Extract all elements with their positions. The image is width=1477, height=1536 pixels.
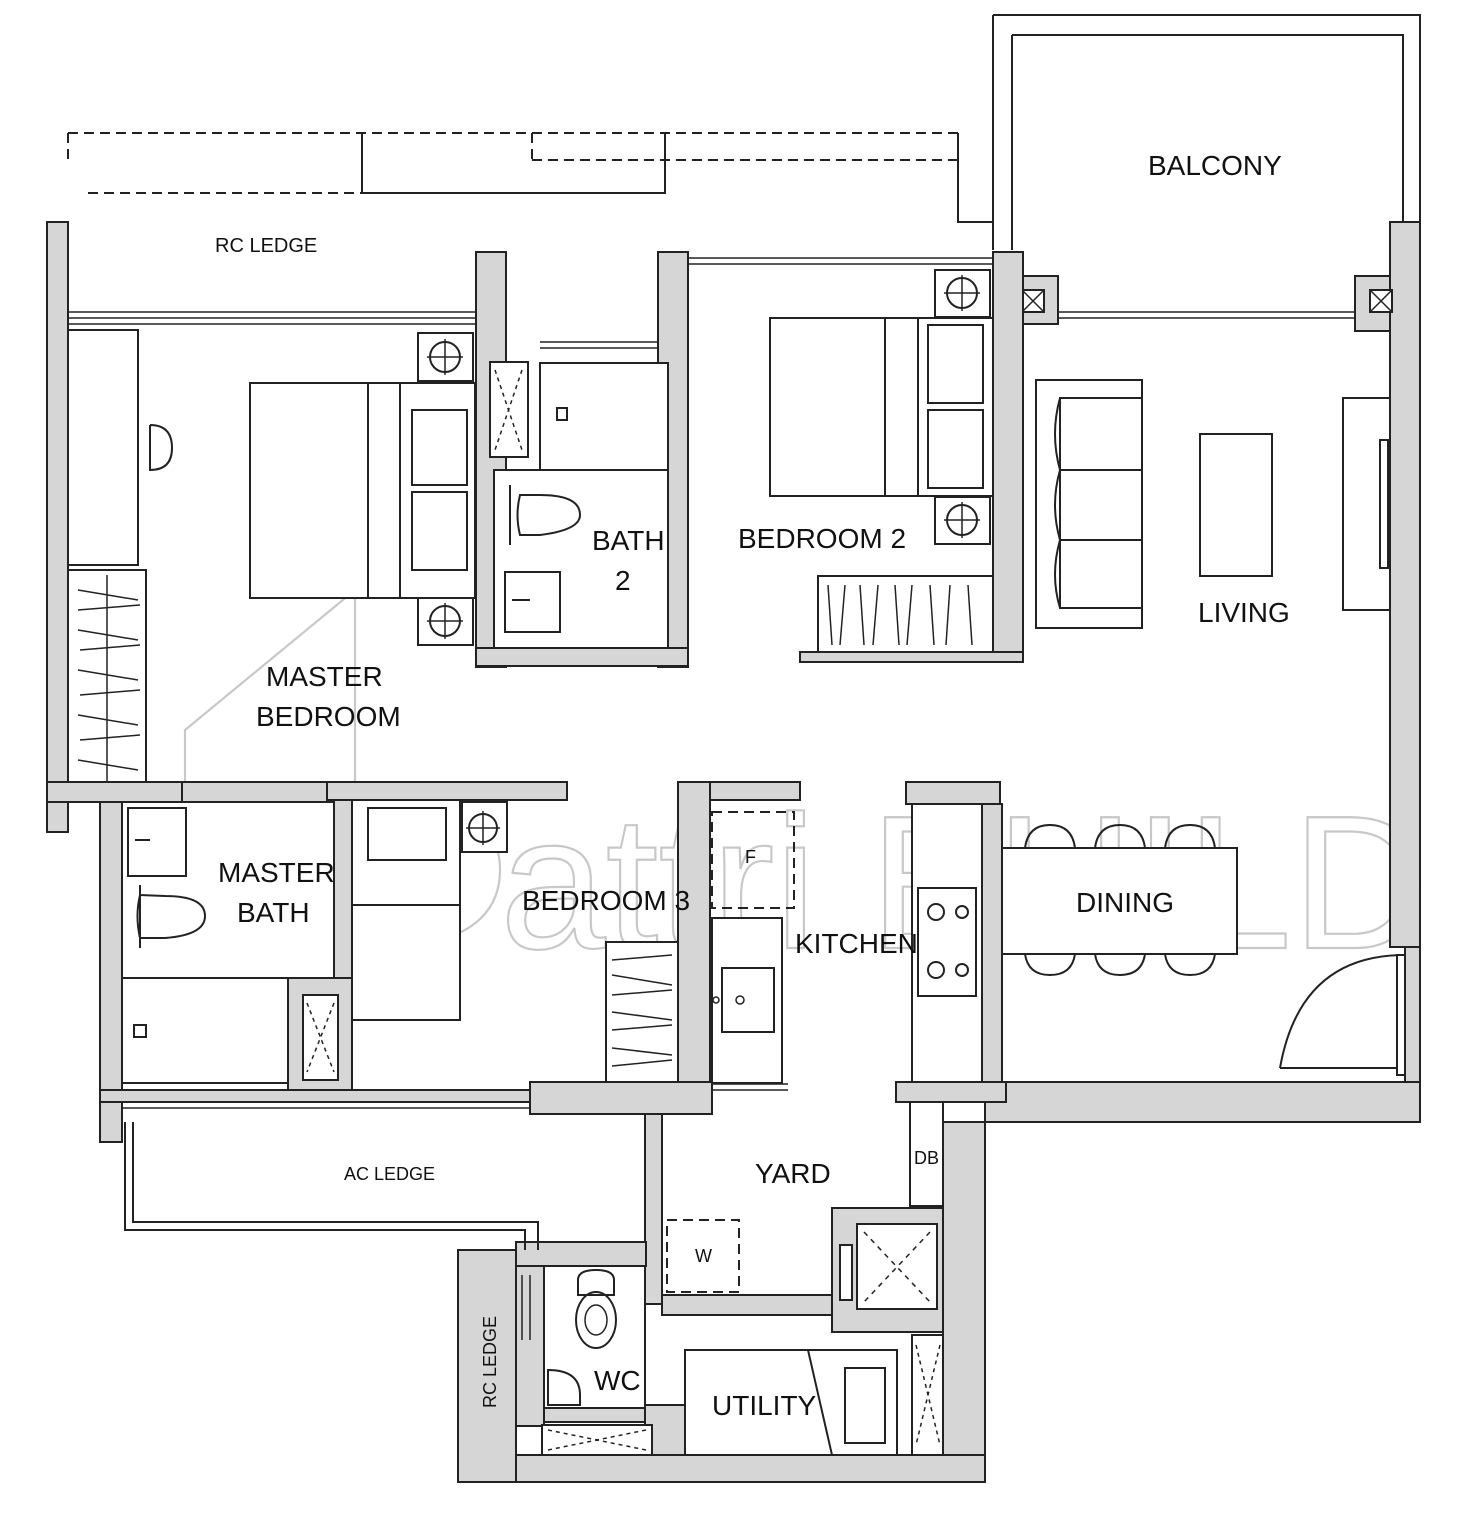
columns <box>1021 289 1393 313</box>
label-master-bedroom-line1: MASTER <box>266 661 383 692</box>
label-wc: WC <box>594 1365 641 1396</box>
service-area-furniture <box>541 1101 944 1456</box>
master-bedroom-furniture <box>67 329 476 783</box>
label-living: LIVING <box>1198 597 1290 628</box>
label-master-bath-line2: BATH <box>237 897 310 928</box>
label-yard: YARD <box>755 1158 831 1189</box>
master-bath-furniture <box>121 801 339 1084</box>
outer-walls <box>46 221 1421 1483</box>
room-labels: BALCONY RC LEDGE BATH 2 BEDROOM 2 LIVING… <box>215 150 1290 1421</box>
top-ledge-outline <box>67 132 993 223</box>
label-bath-2-line1: BATH <box>592 525 665 556</box>
entry-door <box>1279 954 1406 1076</box>
label-db: DB <box>914 1148 939 1168</box>
label-dining: DINING <box>1076 887 1174 918</box>
label-bedroom-3: BEDROOM 3 <box>522 885 690 916</box>
label-master-bath-line1: MASTER <box>218 857 335 888</box>
bath-2-furniture <box>489 361 669 649</box>
label-rc-ledge-top: RC LEDGE <box>215 235 317 257</box>
bedroom-3-furniture <box>351 799 679 1083</box>
dining-furniture <box>1001 823 1238 977</box>
label-bath-2-line2: 2 <box>615 565 631 596</box>
bedroom-2-furniture <box>769 269 994 653</box>
label-utility: UTILITY <box>712 1390 817 1421</box>
label-kitchen: KITCHEN <box>795 928 918 959</box>
label-master-bedroom-line2: BEDROOM <box>256 701 401 732</box>
label-bedroom-2: BEDROOM 2 <box>738 523 906 554</box>
label-washer: W <box>695 1246 712 1266</box>
label-ac-ledge: AC LEDGE <box>344 1164 435 1184</box>
label-fridge: F <box>745 847 756 867</box>
label-rc-ledge-side: RC LEDGE <box>480 1316 500 1408</box>
ac-ledge-outline <box>124 1122 539 1340</box>
living-furniture <box>1035 379 1391 629</box>
label-balcony: BALCONY <box>1148 150 1282 181</box>
kitchen-furniture <box>711 803 983 1084</box>
balcony-frame <box>992 14 1421 250</box>
